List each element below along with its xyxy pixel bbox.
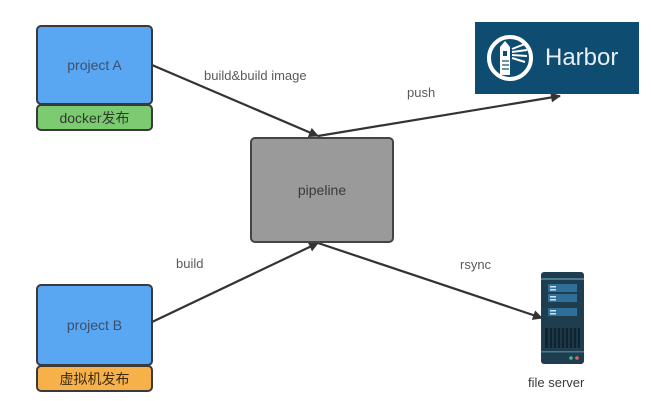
harbor-label: Harbor (545, 44, 619, 71)
project-a-tag: docker发布 (36, 104, 153, 131)
project-a-node[interactable]: project A (36, 25, 153, 105)
pipeline-label: pipeline (297, 182, 347, 198)
edge-rsync-arrow (317, 241, 543, 320)
project-a-tag-label: docker发布 (59, 109, 130, 126)
file-server-label: file server (528, 375, 585, 390)
edge-build-arrow (151, 242, 319, 323)
project-b-node[interactable]: project B (36, 284, 153, 366)
edge-label-build-image: build&build image (204, 68, 307, 83)
harbor-lighthouse-icon (487, 35, 533, 81)
edge-push-arrow (317, 92, 561, 138)
harbor-node[interactable]: Harbor (475, 22, 639, 94)
project-b-label: project B (66, 317, 123, 333)
project-a-label: project A (67, 57, 122, 73)
edge-label-push: push (407, 85, 436, 100)
edge-label-rsync: rsync (460, 257, 492, 272)
project-b-tag-label: 虚拟机发布 (59, 370, 130, 387)
file-server-icon[interactable] (541, 272, 584, 364)
pipeline-node[interactable]: pipeline (250, 137, 394, 243)
edge-build-image-arrow (151, 63, 319, 138)
edge-label-build: build (176, 256, 204, 271)
project-b-tag: 虚拟机发布 (36, 365, 153, 392)
